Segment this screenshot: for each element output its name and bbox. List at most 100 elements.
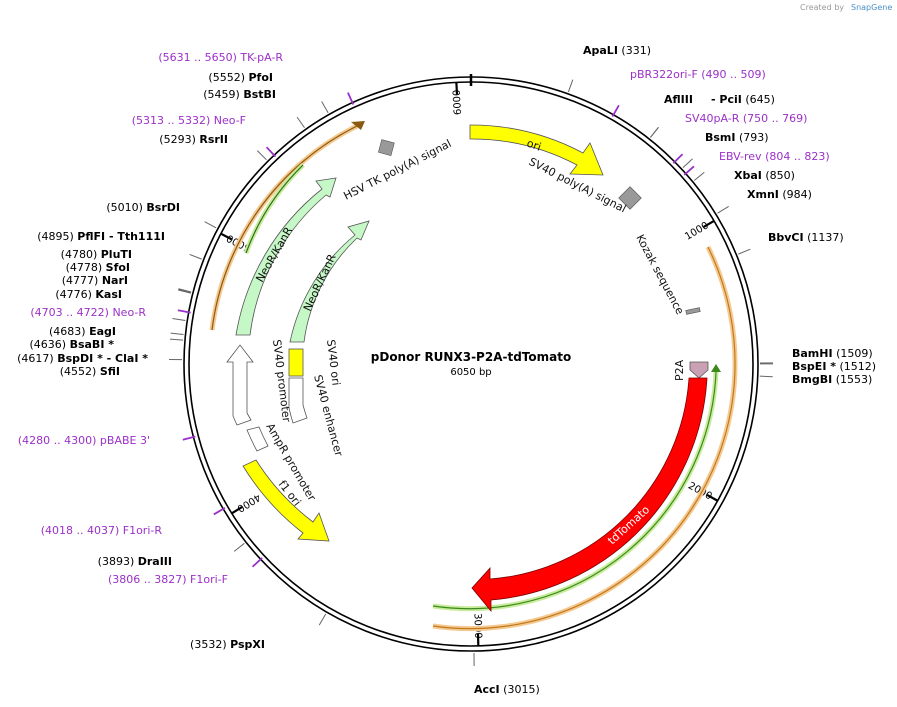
feature-p2a[interactable] bbox=[689, 361, 709, 379]
restriction-site-label[interactable]: (5459) BstBI bbox=[203, 88, 276, 101]
site-leader bbox=[178, 288, 192, 294]
primer-label[interactable]: (4703 .. 4722) Neo-R bbox=[30, 306, 146, 319]
restriction-site-label[interactable]: (4636) BsaBI * bbox=[30, 338, 115, 351]
site-leader bbox=[233, 542, 245, 552]
restriction-site-label[interactable]: AccI (3015) bbox=[474, 683, 540, 696]
primer-label[interactable]: pBR322ori-F (490 .. 509) bbox=[630, 68, 766, 81]
restriction-site-label[interactable]: (3532) PspXI bbox=[190, 638, 265, 651]
feature-label-hsv-tk-polya: HSV TK poly(A) signal bbox=[341, 137, 453, 203]
site-leader bbox=[567, 79, 574, 93]
feature-sv40-ori[interactable] bbox=[288, 348, 304, 377]
restriction-site-label[interactable]: BbvCI (1137) bbox=[768, 231, 844, 244]
restriction-site-label[interactable]: (5293) RsrII bbox=[159, 133, 228, 146]
primer-label[interactable]: (5313 .. 5332) Neo-F bbox=[132, 114, 246, 127]
feature-f1ori[interactable] bbox=[242, 459, 330, 542]
tick-mark bbox=[455, 82, 459, 95]
restriction-site-label[interactable]: (4777) NarI bbox=[62, 274, 128, 287]
site-leader bbox=[256, 150, 267, 161]
feature-label-neor-inner: NeoR/KanR bbox=[301, 252, 339, 314]
brand-snapgene: SnapGene bbox=[851, 3, 892, 12]
plasmid-name: pDonor RUNX3-P2A-tdTomato bbox=[371, 350, 571, 364]
primer-mark bbox=[672, 153, 684, 164]
feature-ori[interactable] bbox=[469, 124, 604, 176]
primer-label[interactable]: EBV-rev (804 .. 823) bbox=[719, 150, 830, 163]
restriction-site-label[interactable]: ApaLI (331) bbox=[583, 44, 651, 57]
feature-ampr-promoter[interactable] bbox=[246, 426, 269, 452]
site-leader bbox=[204, 221, 217, 229]
restriction-site-label[interactable]: (4683) EagI bbox=[49, 325, 116, 338]
primer-mark bbox=[182, 435, 196, 441]
restriction-site-label[interactable]: XmnI (984) bbox=[747, 188, 812, 201]
restriction-site-label[interactable]: AflIII bbox=[664, 93, 693, 106]
restriction-site-label[interactable]: (5552) PfoI bbox=[208, 71, 273, 84]
orf-arrowhead-neo-outer bbox=[351, 121, 365, 130]
tick-mark bbox=[231, 506, 243, 515]
feature-label-ori: ori bbox=[525, 137, 543, 154]
site-leader bbox=[189, 253, 202, 260]
orf-arc-neo-inner-line bbox=[245, 164, 304, 254]
site-leader bbox=[170, 332, 184, 335]
primer-label[interactable]: (3806 .. 3827) F1ori-F bbox=[108, 573, 228, 586]
feature-label-p2a: P2A bbox=[673, 359, 686, 381]
tick-mark bbox=[220, 232, 233, 241]
restriction-site-label[interactable]: (4780) PluTI bbox=[61, 248, 132, 261]
primer-mark bbox=[611, 104, 620, 118]
restriction-site-label[interactable]: BspEI * (1512) bbox=[792, 360, 876, 373]
feature-neor-outer[interactable] bbox=[235, 177, 337, 336]
restriction-site-label[interactable]: (4778) SfoI bbox=[66, 261, 130, 274]
restriction-site-label[interactable]: (4895) PflFI - Tth111I bbox=[37, 230, 165, 243]
restriction-site-label[interactable]: (4776) KasI bbox=[55, 288, 122, 301]
feature-label-kozak: Kozak sequence bbox=[633, 232, 686, 317]
feature-label-neor-outer: NeoR/KanR bbox=[253, 224, 295, 284]
orf-arc-tdtomato-outer-line bbox=[432, 246, 736, 630]
orf-arc-neo-outer-line bbox=[211, 125, 358, 331]
site-leader bbox=[169, 338, 184, 341]
primer-mark bbox=[251, 557, 263, 568]
tick-label: 6000 bbox=[452, 89, 464, 115]
feature-hsv-tk-polya[interactable] bbox=[378, 139, 395, 156]
primer-label[interactable]: SV40pA-R (750 .. 769) bbox=[685, 112, 807, 125]
restriction-site-label[interactable]: (5010) BsrDI bbox=[106, 201, 180, 214]
site-leader bbox=[178, 288, 192, 293]
restriction-site-label[interactable]: XbaI (850) bbox=[734, 169, 795, 182]
primer-label[interactable]: (5631 .. 5650) TK-pA-R bbox=[158, 51, 283, 64]
feature-kozak[interactable] bbox=[685, 307, 701, 315]
site-leader bbox=[682, 158, 693, 168]
feature-sv40-promoter[interactable] bbox=[226, 344, 254, 426]
site-leader-lines bbox=[169, 79, 774, 666]
feature-sv40-enhancer[interactable] bbox=[288, 377, 308, 424]
restriction-site-label[interactable]: BamHI (1509) bbox=[792, 347, 873, 360]
feature-sv40-polya[interactable] bbox=[618, 186, 642, 210]
restriction-site-label[interactable]: (3893) DraIII bbox=[98, 555, 172, 568]
feature-label-sv40-enhancer: SV40 enhancer bbox=[311, 373, 345, 458]
feature-tdtomato[interactable] bbox=[471, 377, 708, 613]
primer-label[interactable]: (4018 .. 4037) F1ori-R bbox=[41, 524, 163, 537]
site-leader bbox=[738, 248, 751, 255]
tick-label: 1000 bbox=[683, 220, 711, 242]
restriction-site-label[interactable]: BmgBI (1553) bbox=[792, 373, 872, 386]
plasmid-length: 6050 bp bbox=[450, 367, 491, 378]
tick-label: 3000 bbox=[471, 613, 483, 639]
primer-mark bbox=[177, 309, 191, 314]
orf-arc-tdtomato-inner-line bbox=[432, 371, 717, 610]
tick-label: 4000 bbox=[235, 491, 262, 514]
site-leader bbox=[321, 101, 329, 114]
site-leader bbox=[318, 613, 327, 626]
tick-mark bbox=[703, 219, 715, 228]
restriction-site-label[interactable]: BsmI (793) bbox=[705, 131, 769, 144]
brand-created-by: Created by bbox=[800, 3, 844, 12]
primer-label[interactable]: (4280 .. 4300) pBABE 3' bbox=[18, 434, 150, 447]
primer-mark bbox=[265, 146, 277, 158]
restriction-site-label[interactable]: - PciI (645) bbox=[711, 93, 775, 106]
restriction-site-label[interactable]: (4552) SfiI bbox=[60, 365, 120, 378]
primer-mark bbox=[347, 92, 355, 105]
site-leader bbox=[650, 126, 659, 138]
site-leader bbox=[296, 116, 305, 129]
feature-neor-inner[interactable] bbox=[289, 220, 370, 343]
restriction-site-label[interactable]: (4617) BspDI * - ClaI * bbox=[17, 352, 148, 365]
site-leader bbox=[693, 171, 705, 181]
orf-arrowhead-green bbox=[711, 364, 721, 372]
site-labels: ApaLI (331) AflIII - PciI (645) BsmI (793) X… bbox=[17, 44, 876, 696]
tick-mark bbox=[706, 493, 719, 502]
